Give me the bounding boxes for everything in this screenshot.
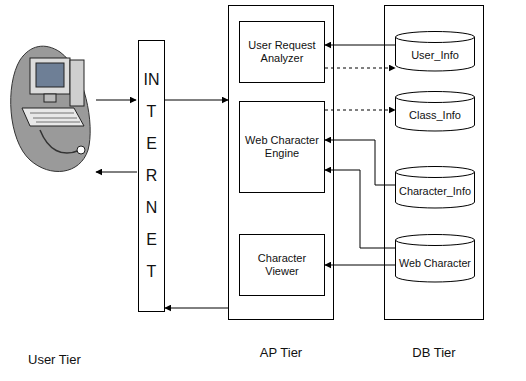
node-label: User Request Analyzer <box>244 39 320 65</box>
node-label: Class_Info <box>409 109 461 122</box>
database-cylinder: Character_Info <box>395 166 475 208</box>
node-label: INTERNET <box>144 64 160 288</box>
cylinder-top <box>396 235 475 246</box>
node-label: Character Viewer <box>244 252 320 278</box>
cylinder-body <box>396 240 475 282</box>
node-label: Character_Info <box>399 185 471 198</box>
node-label: Web Character Engine <box>244 134 320 160</box>
tier-band: User Request AnalyzerWeb Character Engin… <box>228 5 334 320</box>
database-cylinder: Class_Info <box>395 91 475 131</box>
database-cylinder: User_Info <box>395 31 475 71</box>
tier-band: User_InfoClass_InfoCharacter_InfoWeb Cha… <box>384 5 484 320</box>
internet-to-user-arrow <box>96 172 137 173</box>
tier-heading: AP Tier <box>229 345 333 361</box>
node-label: Web Character <box>399 257 471 270</box>
tier-heading: DB Tier <box>385 345 483 361</box>
tier-label: User Tier <box>28 352 81 367</box>
network-column: INTERNET <box>138 40 165 312</box>
process-box: Character Viewer <box>239 234 325 296</box>
node-label: User_Info <box>411 49 459 62</box>
process-box: Web Character Engine <box>239 101 325 193</box>
flow-arrow <box>165 308 228 309</box>
flow-arrow <box>165 100 228 101</box>
cylinder-top <box>396 32 475 43</box>
process-box: User Request Analyzer <box>239 21 325 83</box>
cylinder-top <box>396 167 475 178</box>
user-computer-icon <box>11 46 90 171</box>
user-to-internet-arrow <box>96 100 136 101</box>
cylinder-top <box>396 92 475 103</box>
database-cylinder: Web Character <box>395 234 475 282</box>
